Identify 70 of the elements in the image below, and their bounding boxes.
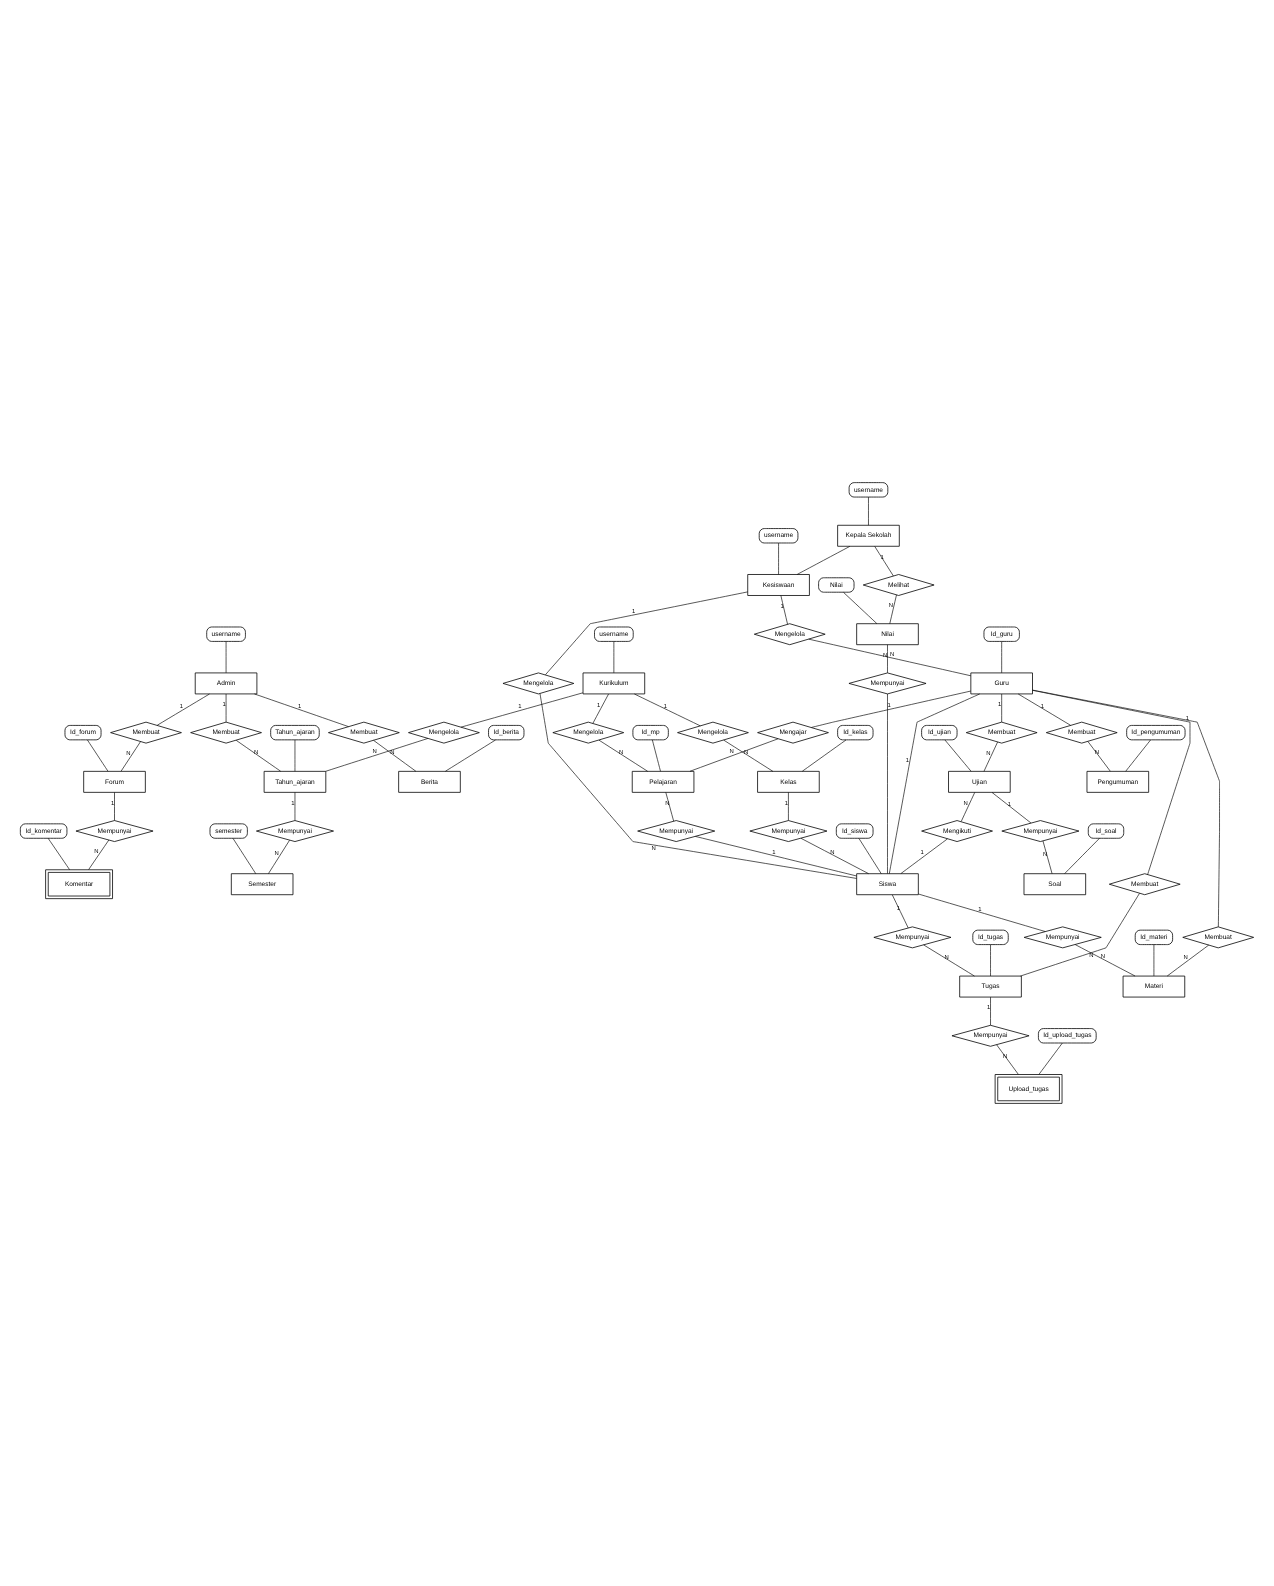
connector	[1001, 693, 1002, 723]
connector	[120, 741, 141, 772]
connector	[1032, 689, 1220, 928]
connector	[996, 1044, 1019, 1075]
connector	[294, 792, 296, 821]
connector	[1166, 944, 1210, 977]
connector	[723, 739, 774, 772]
connector	[990, 944, 991, 977]
connector	[1042, 840, 1053, 874]
connector	[858, 837, 882, 874]
connector	[1064, 837, 1100, 874]
connector	[445, 739, 496, 772]
connector	[780, 595, 788, 625]
connector	[373, 740, 417, 772]
connector	[991, 792, 1032, 824]
connector	[268, 839, 290, 874]
connector	[887, 644, 888, 674]
connector	[235, 740, 281, 772]
connector	[652, 739, 661, 772]
connector	[788, 792, 789, 821]
connector	[990, 996, 991, 1026]
connector	[778, 542, 779, 575]
connector	[1032, 689, 1191, 875]
connector	[689, 738, 779, 772]
connector	[592, 693, 609, 724]
connector	[960, 792, 976, 822]
connector	[87, 739, 109, 772]
connector	[801, 739, 847, 772]
connector	[923, 944, 975, 977]
connector	[232, 837, 257, 874]
connector	[796, 546, 851, 575]
connector	[156, 693, 210, 726]
connector	[944, 739, 972, 772]
connector	[47, 837, 70, 870]
connector	[695, 836, 857, 877]
connector	[225, 641, 227, 674]
connector	[613, 641, 615, 674]
connector	[88, 839, 110, 870]
connector	[294, 739, 296, 772]
connector	[225, 693, 227, 723]
connector	[254, 693, 349, 727]
connector	[843, 591, 878, 624]
connector	[1153, 944, 1155, 977]
connector	[1020, 893, 1140, 977]
connector	[800, 837, 869, 874]
connector	[325, 738, 429, 772]
connector	[983, 741, 998, 772]
connector	[539, 693, 857, 879]
connector	[888, 693, 980, 875]
connector	[665, 792, 674, 822]
connector	[889, 594, 897, 624]
connector	[891, 894, 909, 929]
connector	[634, 693, 701, 727]
connector	[1017, 693, 1071, 726]
connector	[1087, 741, 1111, 772]
connector	[114, 792, 115, 821]
connector	[460, 692, 584, 728]
connector	[887, 693, 888, 874]
connector	[1074, 944, 1136, 977]
connector	[808, 638, 972, 677]
connector	[918, 893, 1046, 932]
connector	[598, 739, 649, 772]
connector	[1125, 739, 1151, 772]
connector	[811, 690, 972, 728]
connector	[1001, 641, 1002, 674]
connector	[874, 546, 894, 577]
connector	[1038, 1042, 1063, 1075]
connector	[868, 496, 869, 526]
connector	[545, 591, 749, 676]
connector	[900, 838, 948, 874]
